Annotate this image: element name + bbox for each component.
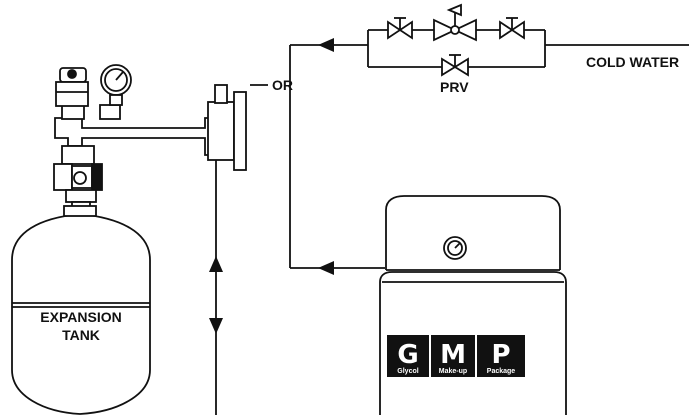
- flow-arrow-down-icon: [209, 318, 223, 334]
- gmp-logo-block-p: [477, 335, 525, 377]
- gmp-logo: G M P Glycol Make-up Package: [387, 335, 525, 377]
- expansion-tank-label-line2: TANK: [62, 327, 100, 343]
- gmp-unit: [379, 195, 567, 415]
- gmp-logo-word-package: Package: [487, 368, 516, 375]
- gmp-logo-block-g: [387, 335, 429, 377]
- gate-valve-icon: [387, 17, 413, 40]
- gmp-logo-word-makeup: Make-up: [439, 368, 467, 375]
- air-vent-icon: [55, 67, 89, 107]
- gmp-logo-letter-p: P: [491, 340, 510, 370]
- prv-label: PRV: [440, 79, 469, 95]
- control-valve-icon: [433, 3, 477, 42]
- isolation-valve-icon: [53, 145, 103, 209]
- flow-arrow-left-icon: [318, 38, 334, 52]
- tank-manifold: [54, 84, 247, 415]
- expansion-tank: [11, 205, 151, 415]
- pressure-gauge-icon: [100, 64, 132, 106]
- gate-valve-icon: [499, 17, 525, 40]
- flow-arrow-up-icon: [209, 256, 223, 272]
- pressure-gauge-icon: [443, 236, 467, 260]
- gmp-logo-block-m: [431, 335, 475, 377]
- prv-valve-icon: [441, 54, 469, 77]
- flow-arrow-left-icon: [318, 261, 334, 275]
- gmp-logo-letter-m: M: [440, 340, 466, 370]
- gmp-logo-letter-g: G: [397, 340, 418, 370]
- cold-water-label: COLD WATER: [586, 54, 679, 70]
- expansion-tank-label-line1: EXPANSION: [40, 309, 121, 325]
- gmp-logo-word-glycol: Glycol: [397, 368, 418, 375]
- or-label: OR: [272, 77, 293, 93]
